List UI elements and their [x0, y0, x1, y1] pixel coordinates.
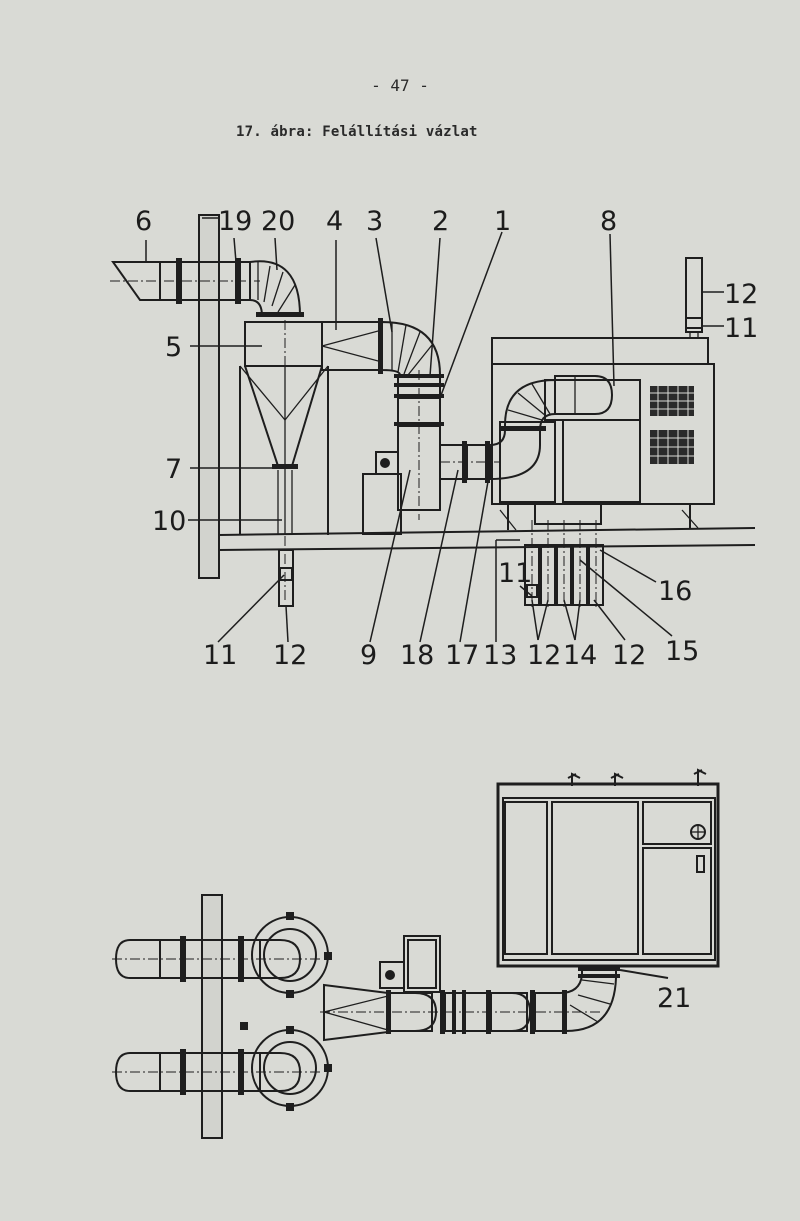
- intake-pipe-plan-1: [159, 939, 261, 979]
- label-bottom-18: 18: [400, 640, 434, 671]
- elevation-view: 6 19 20 4 3 2 1 8 12 11 5 7 10 11 16 11 …: [110, 206, 758, 671]
- intake-pipe-plan-2: [159, 1052, 261, 1092]
- fan-plan: [403, 935, 441, 993]
- figure-caption: 17. ábra: Felállítási vázlat: [236, 124, 478, 140]
- page-number: - 47 -: [371, 76, 429, 95]
- drain-valve-11: [279, 567, 293, 581]
- floor-line: [218, 527, 756, 536]
- label-bottom-17: 17: [445, 640, 479, 671]
- wall-elevation: [198, 214, 220, 579]
- label-20: 20: [261, 206, 295, 237]
- label-2: 2: [432, 206, 449, 237]
- cyclone-inlet-4: [321, 321, 383, 371]
- label-11-under: 11: [498, 558, 532, 589]
- label-11-top: 11: [724, 313, 758, 344]
- label-4: 4: [326, 206, 343, 237]
- underfloor-box: [534, 503, 602, 525]
- floor-line-under: [218, 544, 756, 551]
- label-1: 1: [494, 206, 511, 237]
- label-bottom-11: 11: [203, 640, 237, 671]
- label-bottom-9: 9: [360, 640, 377, 671]
- underfloor-drains: [524, 520, 604, 610]
- elbow-plan-2: [260, 1052, 302, 1092]
- label-8: 8: [600, 206, 617, 237]
- plan-view: 21: [112, 768, 720, 1139]
- exhaust-valve-11: [685, 317, 703, 333]
- intake-hood-plan-2: [114, 1052, 161, 1092]
- label-12-top: 12: [724, 279, 758, 310]
- label-bottom-13: 13: [483, 640, 517, 671]
- label-10: 10: [152, 506, 186, 537]
- label-19: 19: [218, 206, 252, 237]
- exhaust-pipe-12: [685, 257, 703, 329]
- leader-lines: [145, 217, 724, 643]
- label-bottom-12b: 12: [527, 640, 561, 671]
- machine-8: [491, 337, 715, 531]
- fan-motor-plan: [379, 961, 405, 989]
- label-bottom-12a: 12: [273, 640, 307, 671]
- duct-plan-a: [389, 992, 433, 1032]
- cyclone-body-5: [244, 321, 323, 367]
- label-3: 3: [366, 206, 383, 237]
- label-bottom-12c: 12: [612, 640, 646, 671]
- label-21: 21: [657, 983, 691, 1014]
- intake-hood-plan-1: [114, 939, 161, 979]
- label-5: 5: [165, 332, 182, 363]
- fan-stand: [362, 473, 402, 535]
- label-16: 16: [658, 576, 692, 607]
- label-bottom-15: 15: [665, 636, 699, 667]
- cyclone-cone-7: [244, 365, 323, 467]
- machine-plan: [496, 768, 720, 968]
- label-7: 7: [165, 454, 182, 485]
- wall-plan: [201, 894, 223, 1139]
- label-bottom-14: 14: [563, 640, 597, 671]
- label-6: 6: [135, 206, 152, 237]
- elbow-plan-1: [260, 939, 302, 979]
- duct-plan-c: [490, 992, 528, 1032]
